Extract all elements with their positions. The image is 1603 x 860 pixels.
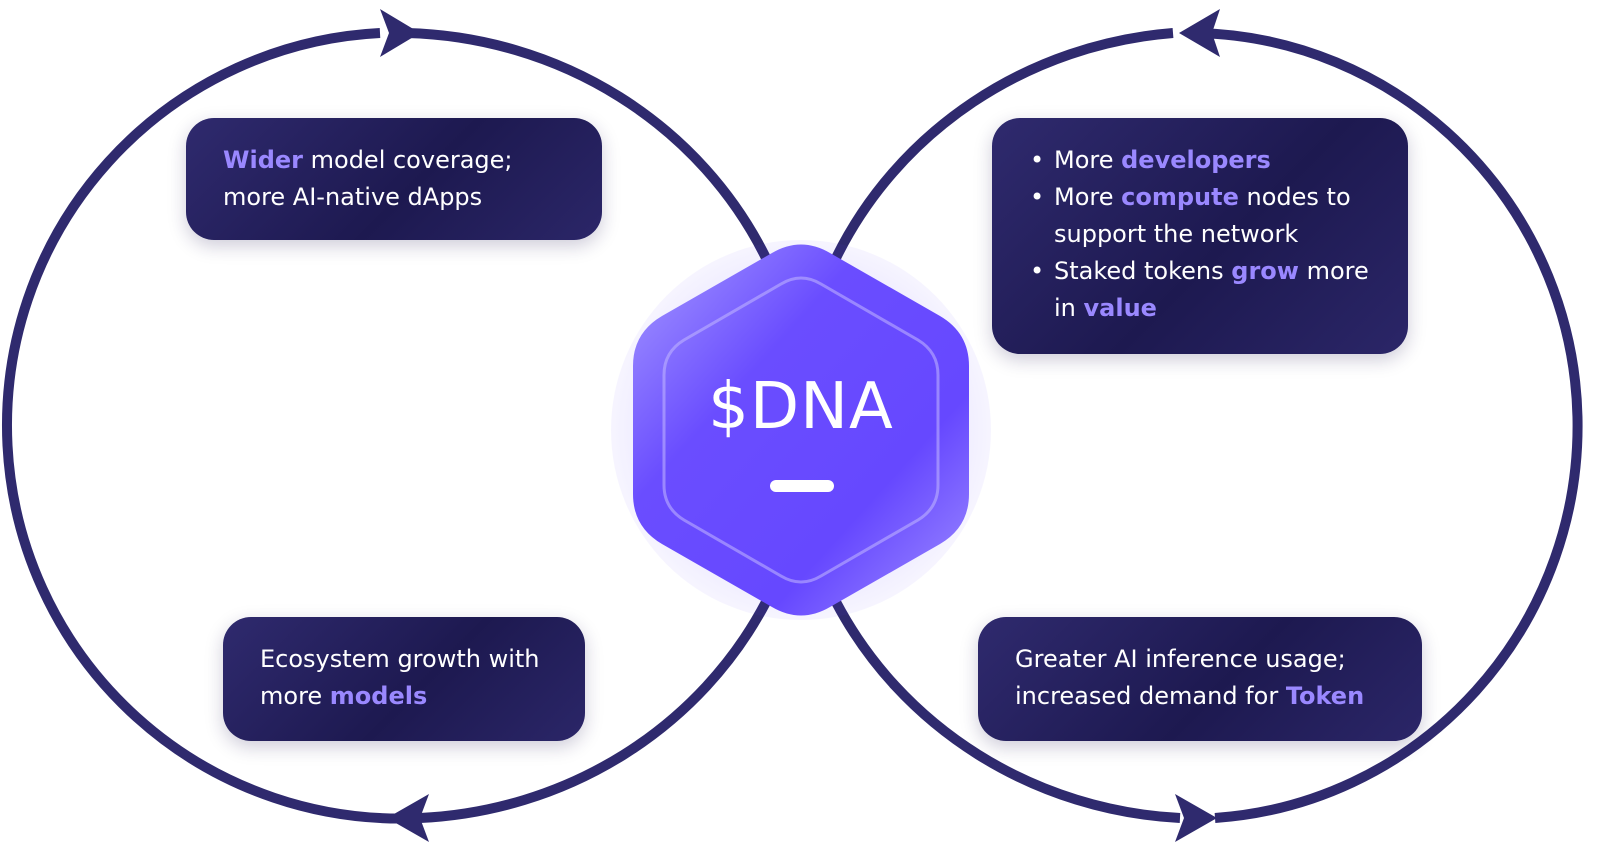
card-line: more models — [260, 682, 428, 710]
right-loop — [831, 9, 1583, 842]
card-model-coverage: Wider model coverage; more AI-native dAp… — [186, 118, 602, 240]
right-loop-top-arc — [831, 28, 1174, 261]
card-inference-demand: Greater AI inference usage; increased de… — [978, 617, 1422, 741]
card-ecosystem-growth: Ecosystem growth with more models — [223, 617, 585, 741]
left-loop-bottom-arc — [419, 599, 771, 823]
left-loop — [2, 9, 771, 842]
left-bottom-arrow-icon — [387, 794, 429, 842]
card-line: increased demand for Token — [1015, 682, 1365, 710]
card-line: Wider model coverage; — [223, 142, 565, 179]
card-network-benefits: More developers More compute nodes tosup… — [992, 118, 1408, 354]
highlight-word: developers — [1121, 146, 1271, 174]
highlight-word: Token — [1285, 682, 1365, 710]
right-loop-bottom-arc — [831, 599, 1181, 823]
highlight-word: compute — [1121, 183, 1239, 211]
right-bottom-arrow-icon — [1175, 794, 1217, 842]
left-loop-outer-arc — [2, 28, 421, 824]
benefits-list: More developers More compute nodes tosup… — [1030, 142, 1371, 327]
highlight-word: grow — [1231, 257, 1299, 285]
right-top-arrow-icon — [1179, 9, 1220, 57]
hexagon-inner-outline — [662, 276, 940, 584]
card-text: model coverage; — [303, 146, 513, 174]
card-line: Ecosystem growth with — [260, 645, 540, 673]
highlight-word: models — [329, 682, 428, 710]
card-line: more AI-native dApps — [223, 183, 483, 211]
dna-hexagon — [611, 240, 991, 620]
highlight-word: value — [1083, 294, 1157, 322]
right-loop-outer-arc — [1196, 28, 1583, 823]
dna-label: $DNA — [708, 370, 894, 444]
hexagon-dash — [770, 480, 834, 492]
left-top-arrow-icon — [380, 9, 420, 57]
highlight-word: Wider — [223, 146, 303, 174]
hexagon-shape — [633, 244, 969, 616]
left-loop-top-arc — [406, 28, 771, 261]
list-item: More developers — [1030, 142, 1371, 179]
card-line: Greater AI inference usage; — [1015, 645, 1346, 673]
